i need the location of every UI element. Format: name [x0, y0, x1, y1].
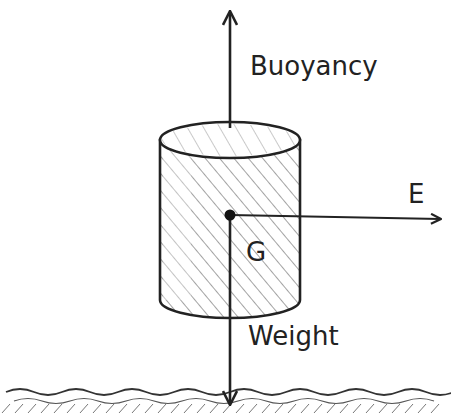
water-hatch-stroke — [340, 404, 348, 413]
water-hatching — [2, 404, 439, 413]
water-hatch-stroke — [249, 404, 257, 413]
water-hatch-stroke — [197, 404, 205, 413]
cylinder-top-shading — [162, 124, 298, 156]
water-hatch-stroke — [288, 404, 296, 413]
water-hatch-stroke — [223, 404, 231, 413]
water-hatch-stroke — [275, 404, 283, 413]
water-hatch-stroke — [93, 404, 101, 413]
water-hatch-stroke — [392, 404, 400, 413]
water-hatch-stroke — [2, 404, 10, 413]
water-hatch-stroke — [210, 404, 218, 413]
water-hatch-stroke — [379, 404, 387, 413]
water-hatch-stroke — [431, 404, 439, 413]
water-hatch-stroke — [106, 404, 114, 413]
water-hatch-stroke — [171, 404, 179, 413]
water-hatch-stroke — [184, 404, 192, 413]
water-hatch-stroke — [405, 404, 413, 413]
cylinder-highlight — [163, 150, 191, 300]
water-hatch-stroke — [314, 404, 322, 413]
force-label: E — [408, 180, 424, 209]
water-hatch-stroke — [236, 404, 244, 413]
water-hatch-stroke — [158, 404, 166, 413]
water-hatch-stroke — [366, 404, 374, 413]
water-hatch-stroke — [262, 404, 270, 413]
buoyancy-arrow — [229, 12, 232, 128]
water-hatch-stroke — [418, 404, 426, 413]
water-hatch-stroke — [301, 404, 309, 413]
water-hatch-stroke — [80, 404, 88, 413]
water-hatch-stroke — [67, 404, 75, 413]
water-hatch-stroke — [145, 404, 153, 413]
force-label: Buoyancy — [250, 52, 378, 81]
point-label: G — [246, 238, 266, 267]
water-hatch-stroke — [54, 404, 62, 413]
water-hatch-stroke — [28, 404, 36, 413]
water-hatch-stroke — [119, 404, 127, 413]
force-label: Weight — [248, 322, 339, 351]
water-hatch-stroke — [41, 404, 49, 413]
water-hatch-stroke — [353, 404, 361, 413]
weight-arrow — [229, 215, 232, 404]
water-surface — [6, 389, 451, 404]
e-arrow — [230, 215, 440, 219]
water-hatch-stroke — [132, 404, 140, 413]
water-hatch-stroke — [15, 404, 23, 413]
water-hatch-stroke — [327, 404, 335, 413]
center-of-gravity-dot — [225, 210, 236, 221]
